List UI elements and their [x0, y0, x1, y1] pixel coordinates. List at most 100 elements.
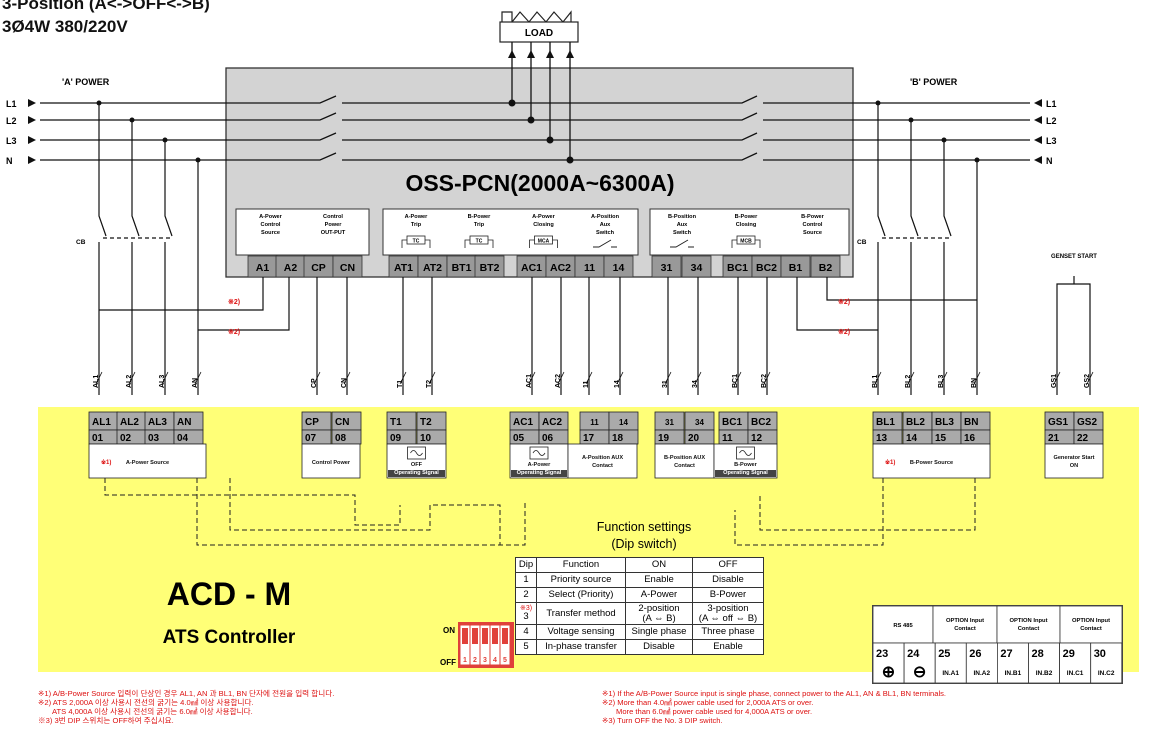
- ctrl-terminal-number: 11: [722, 433, 733, 444]
- cb-a: [98, 103, 199, 395]
- dip-key-5[interactable]: 5: [500, 625, 510, 665]
- ctrl-terminal-label: T1: [390, 417, 402, 428]
- ctrl-terminal-number: 22: [1077, 433, 1089, 444]
- wire-label-bc2: BC2: [761, 374, 768, 388]
- option-terminal-23: 23⊕: [872, 642, 905, 684]
- panel-terminal-at2: AT2: [417, 255, 448, 278]
- ctrl-terminal-label: BL1: [876, 417, 895, 428]
- dip-number: 4: [515, 624, 537, 640]
- ctrl-box-label: Contact: [674, 463, 695, 469]
- option-terminal-number: 30: [1094, 648, 1106, 660]
- ctrl-box-label: B-Position AUX: [664, 455, 705, 461]
- panel-terminal-label: AT2: [423, 262, 442, 274]
- option-terminal-label: IN.C2: [1098, 670, 1115, 677]
- dip-key-1[interactable]: 1: [460, 625, 470, 665]
- panel-terminal-label: CN: [340, 262, 355, 274]
- ctrl-box-label: Operating Signal: [517, 470, 562, 476]
- cb-b-label: CB: [857, 239, 867, 246]
- option-header-0: RS 485: [893, 623, 913, 629]
- panel-terminal-label: BT2: [480, 262, 500, 274]
- ctrl-box-7: B-Power Source※1): [872, 443, 991, 479]
- panel-terminal-bc2: BC2: [751, 255, 782, 278]
- note-kr-1: ※1) A/B-Power Source 입력이 단상인 경우 AL1, AN …: [38, 689, 335, 698]
- ctrl-box-label: A-Power: [528, 462, 552, 468]
- note-mark-1: ※1): [885, 458, 895, 466]
- ctrl-box-label: Contact: [592, 463, 613, 469]
- ctrl-terminal-number: 08: [335, 433, 347, 444]
- dip-on-label: ON: [443, 626, 455, 635]
- ctrl-terminal-number: 13: [876, 433, 888, 444]
- panel-group-label: Power: [325, 222, 343, 228]
- dip-off-value: 3-position(A ⇔ off ⇔ B): [692, 602, 764, 625]
- option-terminal-label: ⊖: [913, 664, 926, 681]
- option-terminal-number: 24: [907, 648, 920, 660]
- ctrl-terminal-label: AC1: [513, 417, 533, 428]
- panel-terminal-label: BC2: [756, 262, 777, 274]
- ctrl-terminal-label: 31: [665, 418, 674, 427]
- ctrl-terminal-number: 18: [612, 433, 624, 444]
- col-off: OFF: [692, 557, 764, 573]
- panel-terminal-label: 14: [613, 262, 625, 274]
- ctrl-terminal-number: 20: [688, 433, 700, 444]
- panel-terminal-bc1: BC1: [722, 255, 753, 278]
- wire-label-al2: AL2: [126, 375, 133, 388]
- ctrl-terminal-label: AL1: [92, 417, 111, 428]
- dip-key-4[interactable]: 4: [490, 625, 500, 665]
- panel-terminal-cp: CP: [303, 255, 334, 278]
- b-power-label: 'B' POWER: [910, 77, 958, 87]
- option-header-1: Contact: [954, 626, 976, 632]
- ctrl-terminal-label: AC2: [542, 417, 562, 428]
- dip-number: 2: [515, 587, 537, 603]
- option-terminal-number: 27: [1000, 648, 1012, 660]
- panel-terminal-14: 14: [603, 255, 634, 278]
- panel-terminal-label: AC1: [521, 262, 542, 274]
- ctrl-terminal-number: 19: [658, 433, 670, 444]
- note-en-2: ※2) More than 4.0㎟ power cable used for …: [602, 698, 814, 707]
- wire-label-bl3: BL3: [938, 375, 945, 388]
- panel-group-label: Control: [261, 222, 281, 228]
- panel-terminal-b2: B2: [810, 255, 841, 278]
- note-mark-1: ※1): [101, 458, 111, 466]
- ctrl-terminal-number: 09: [390, 433, 402, 444]
- panel-terminal-label: B1: [789, 262, 803, 274]
- dip-key-2[interactable]: 2: [470, 625, 480, 665]
- note-kr-4: ※3) 3번 DIP 스위치는 OFF하여 주십시요.: [38, 716, 174, 725]
- option-terminal-number: 26: [969, 648, 981, 660]
- dip-on-value: Single phase: [625, 624, 693, 640]
- dip-key-number: 3: [483, 657, 487, 664]
- function-title: Function settings: [597, 520, 692, 534]
- panel-title: OSS-PCN(2000A~6300A): [405, 170, 674, 196]
- ctrl-terminal-number: 04: [177, 433, 189, 444]
- panel-terminal-a2: A2: [275, 255, 306, 278]
- panel-terminal-ac1: AC1: [516, 255, 547, 278]
- load-label: LOAD: [525, 28, 553, 39]
- panel-group-label: Control: [323, 214, 343, 220]
- note-en-3: More than 6.0㎟ power cable used for 4,00…: [616, 707, 813, 716]
- dip-key-3[interactable]: 3: [480, 625, 490, 665]
- wire-label-34: 34: [692, 380, 699, 388]
- option-header-3: Contact: [1080, 626, 1102, 632]
- dip-function: Transfer method: [536, 602, 626, 625]
- phase-label-l3-b: L3: [1046, 136, 1057, 146]
- ctrl-terminal-19: 31 19: [654, 411, 685, 445]
- wire-label-gs2: GS2: [1084, 374, 1091, 388]
- wire-label-bc1: BC1: [732, 374, 739, 388]
- ctrl-terminal-number: 05: [513, 433, 525, 444]
- ctrl-terminal-number: 02: [120, 433, 132, 444]
- ctrl-terminal-number: 06: [542, 433, 554, 444]
